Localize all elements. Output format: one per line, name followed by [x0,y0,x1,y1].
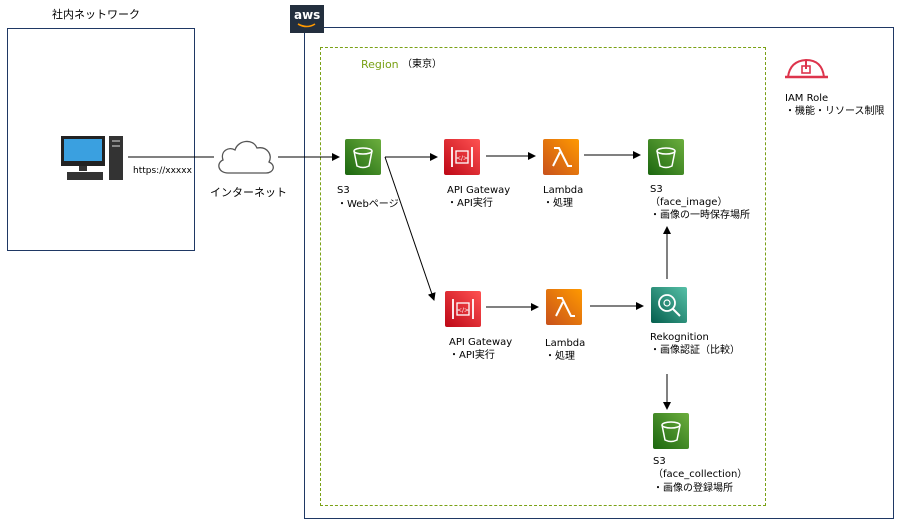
apigw2-label: API Gateway [449,337,513,348]
aws-cloud-frame [304,27,894,519]
s3-face-image-label: S3 [650,184,663,195]
lambda2-label: Lambda [545,338,586,349]
api-gateway-icon: </> [445,291,481,327]
s3-bucket-icon [648,139,684,175]
svg-text:</>: </> [457,307,469,314]
internet-label: インターネット [210,186,287,199]
s3-web-label: S3 [337,185,350,196]
region-frame [320,47,766,506]
s3-to-apigw2-arrow [384,156,436,301]
lambda-icon [546,289,582,325]
computer-icon [61,136,125,186]
rekognition-desc: ・画像認証（比較） [650,345,740,356]
cloud-icon [214,135,278,181]
url-label: https://xxxxx [133,166,192,176]
region-label: Region [361,58,399,71]
corp-network-title: 社内ネットワーク [52,8,140,21]
apigw1-desc: ・API実行 [447,198,493,209]
lambda-icon [543,139,579,175]
api-gateway-icon: </> [444,139,480,175]
rekognition-label: Rekognition [650,332,709,343]
rekognition-icon [651,287,687,323]
apigw2-desc: ・API実行 [449,350,495,361]
s3-face-collection-name: （face_collection） [653,469,748,480]
region-sub-label: （東京） [402,59,442,70]
s3-bucket-icon [653,413,689,449]
iam-title: IAM Role [785,93,829,104]
svg-text:</>: </> [456,155,468,162]
s3-web-desc: ・Webページ [337,199,399,210]
s3-face-collection-desc: ・画像の登録場所 [653,483,733,494]
apigw1-label: API Gateway [447,185,511,196]
s3-face-image-name: （face_image） [650,197,728,208]
s3-face-collection-label: S3 [653,456,666,467]
iam-role-icon [784,57,830,85]
iam-desc: ・機能・リソース制限 [785,106,885,117]
lambda1-label: Lambda [543,185,584,196]
lambda2-desc: ・処理 [545,351,575,362]
corp-network-frame [7,28,195,251]
s3-face-image-desc: ・画像の一時保存場所 [650,210,750,221]
aws-logo: aws [290,5,324,33]
lambda1-desc: ・処理 [543,198,573,209]
s3-bucket-icon [345,139,381,175]
